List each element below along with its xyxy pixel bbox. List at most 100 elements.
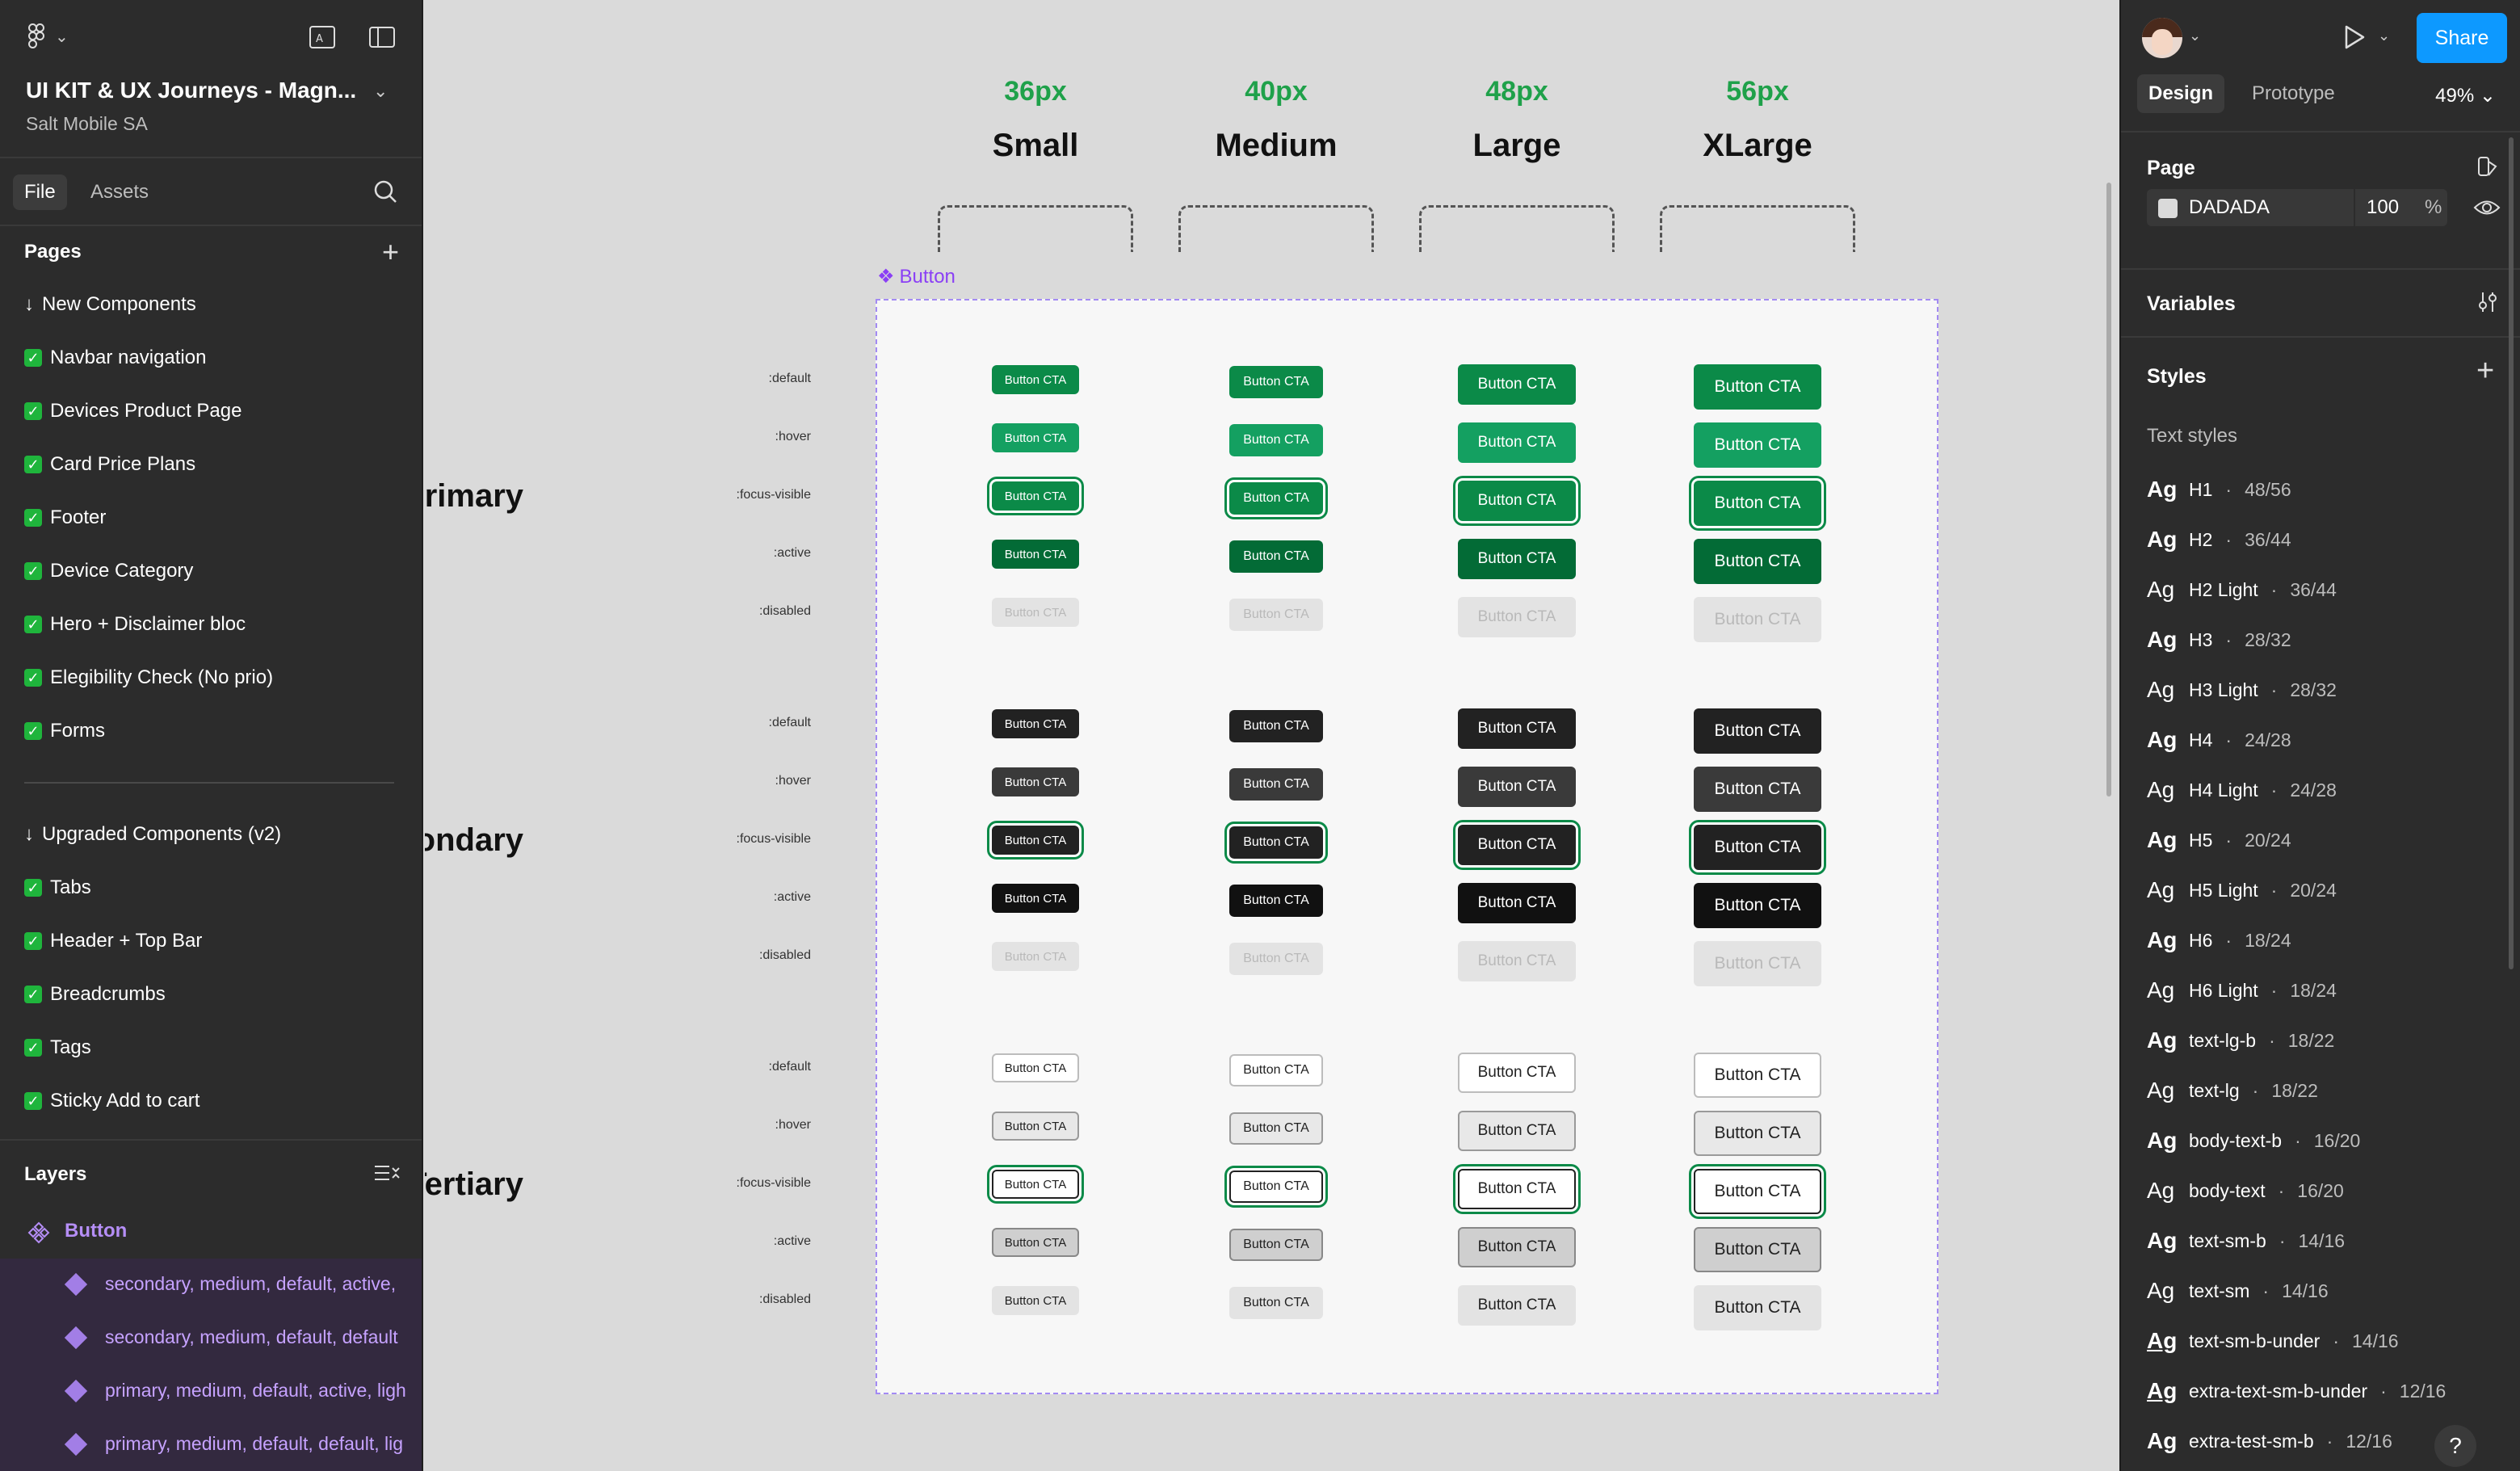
page-item[interactable]: ✓Tabs	[0, 861, 422, 914]
tertiary-large-focus-button[interactable]: Button CTA	[1458, 1169, 1576, 1209]
page-item[interactable]: ✓Devices Product Page	[0, 385, 422, 438]
page-color-hex[interactable]: DADADA	[2189, 196, 2270, 218]
page-item[interactable]: ✓Card Price Plans	[0, 438, 422, 491]
primary-large-hover-button[interactable]: Button CTA	[1458, 422, 1576, 463]
page-item[interactable]: ✓Breadcrumbs	[0, 968, 422, 1021]
primary-medium-focus-button[interactable]: Button CTA	[1229, 482, 1323, 515]
avatar[interactable]	[2142, 18, 2182, 58]
chevron-down-icon[interactable]: ⌄	[2378, 27, 2391, 44]
zoom-dropdown[interactable]: 49% ⌄	[2435, 85, 2496, 107]
page-opacity[interactable]: 100	[2367, 196, 2400, 218]
tertiary-small-focus-button[interactable]: Button CTA	[992, 1170, 1079, 1199]
page-item[interactable]: ✓Footer	[0, 491, 422, 544]
secondary-large-active-button[interactable]: Button CTA	[1458, 883, 1576, 923]
primary-medium-active-button[interactable]: Button CTA	[1229, 540, 1323, 573]
color-styles-icon[interactable]	[2476, 155, 2499, 178]
share-button[interactable]: Share	[2417, 13, 2507, 63]
secondary-small-disabled-button[interactable]: Button CTA	[992, 942, 1079, 971]
color-swatch[interactable]	[2158, 199, 2178, 218]
primary-small-hover-button[interactable]: Button CTA	[992, 423, 1079, 452]
primary-xlarge-hover-button[interactable]: Button CTA	[1694, 422, 1821, 468]
primary-small-default-button[interactable]: Button CTA	[992, 365, 1079, 394]
tertiary-small-active-button[interactable]: Button CTA	[992, 1228, 1079, 1257]
page-item[interactable]: ✓Tags	[0, 1021, 422, 1074]
main-menu-button[interactable]: ⌄	[24, 23, 69, 50]
tertiary-xlarge-focus-button[interactable]: Button CTA	[1694, 1169, 1821, 1214]
tertiary-small-hover-button[interactable]: Button CTA	[992, 1112, 1079, 1141]
layer-item[interactable]: secondary, medium, default, active,	[0, 1259, 422, 1312]
tab-prototype[interactable]: Prototype	[2252, 82, 2335, 104]
secondary-large-disabled-button[interactable]: Button CTA	[1458, 941, 1576, 981]
primary-medium-disabled-button[interactable]: Button CTA	[1229, 599, 1323, 631]
page-color-field[interactable]: DADADA 100 %	[2147, 189, 2447, 226]
layer-item[interactable]: primary, medium, default, active, ligh	[0, 1365, 422, 1418]
secondary-xlarge-default-button[interactable]: Button CTA	[1694, 708, 1821, 754]
primary-xlarge-default-button[interactable]: Button CTA	[1694, 364, 1821, 410]
chevron-down-icon[interactable]: ⌄	[373, 81, 388, 101]
tertiary-medium-active-button[interactable]: Button CTA	[1229, 1229, 1323, 1261]
tertiary-xlarge-active-button[interactable]: Button CTA	[1694, 1227, 1821, 1272]
tertiary-large-default-button[interactable]: Button CTA	[1458, 1053, 1576, 1093]
secondary-small-default-button[interactable]: Button CTA	[992, 709, 1079, 738]
canvas-scrollbar[interactable]	[2106, 183, 2111, 796]
page-item[interactable]: ✓Device Category	[0, 544, 422, 598]
secondary-xlarge-hover-button[interactable]: Button CTA	[1694, 767, 1821, 812]
play-icon[interactable]	[2339, 23, 2368, 52]
tab-design[interactable]: Design	[2137, 74, 2225, 113]
primary-xlarge-focus-button[interactable]: Button CTA	[1694, 481, 1821, 526]
component-frame-label[interactable]: ❖Button	[877, 265, 960, 288]
collapse-layers-icon[interactable]	[373, 1162, 401, 1186]
secondary-xlarge-focus-button[interactable]: Button CTA	[1694, 825, 1821, 870]
tertiary-medium-hover-button[interactable]: Button CTA	[1229, 1112, 1323, 1145]
primary-xlarge-active-button[interactable]: Button CTA	[1694, 539, 1821, 584]
primary-large-active-button[interactable]: Button CTA	[1458, 539, 1576, 579]
add-page-icon[interactable]: +	[381, 235, 399, 268]
layer-item[interactable]: secondary, medium, default, default	[0, 1312, 422, 1365]
tertiary-xlarge-default-button[interactable]: Button CTA	[1694, 1053, 1821, 1098]
variables-settings-icon[interactable]	[2476, 291, 2499, 313]
primary-small-disabled-button[interactable]: Button CTA	[992, 598, 1079, 627]
secondary-small-hover-button[interactable]: Button CTA	[992, 767, 1079, 796]
layer-item[interactable]: primary, medium, default, default, lig	[0, 1418, 422, 1471]
page-item[interactable]: ✓Forms	[0, 704, 422, 758]
page-item[interactable]: ✓Hero + Disclaimer bloc	[0, 598, 422, 651]
tertiary-xlarge-hover-button[interactable]: Button CTA	[1694, 1111, 1821, 1156]
secondary-large-default-button[interactable]: Button CTA	[1458, 708, 1576, 749]
primary-medium-default-button[interactable]: Button CTA	[1229, 366, 1323, 398]
page-item[interactable]: ↓Upgraded Components (v2)	[0, 808, 422, 861]
secondary-xlarge-disabled-button[interactable]: Button CTA	[1694, 941, 1821, 986]
eye-icon[interactable]	[2473, 197, 2501, 218]
help-button[interactable]: ?	[2434, 1425, 2476, 1467]
page-item[interactable]: ↓New Components	[0, 278, 422, 331]
tertiary-medium-default-button[interactable]: Button CTA	[1229, 1054, 1323, 1086]
tertiary-large-hover-button[interactable]: Button CTA	[1458, 1111, 1576, 1151]
tab-assets[interactable]: Assets	[90, 181, 149, 203]
secondary-medium-disabled-button[interactable]: Button CTA	[1229, 943, 1323, 975]
sidebar-toggle-icon[interactable]	[368, 24, 396, 50]
file-title[interactable]: UI KIT & UX Journeys - Magn...	[26, 78, 357, 103]
primary-xlarge-disabled-button[interactable]: Button CTA	[1694, 597, 1821, 642]
tertiary-small-default-button[interactable]: Button CTA	[992, 1053, 1079, 1082]
tertiary-xlarge-disabled-button[interactable]: Button CTA	[1694, 1285, 1821, 1330]
page-item[interactable]: ✓Sticky Add to cart	[0, 1074, 422, 1128]
page-item[interactable]: ✓Navbar navigation	[0, 331, 422, 385]
auto-rename-icon[interactable]: A	[309, 24, 336, 50]
chevron-down-icon[interactable]: ⌄	[2189, 27, 2202, 44]
